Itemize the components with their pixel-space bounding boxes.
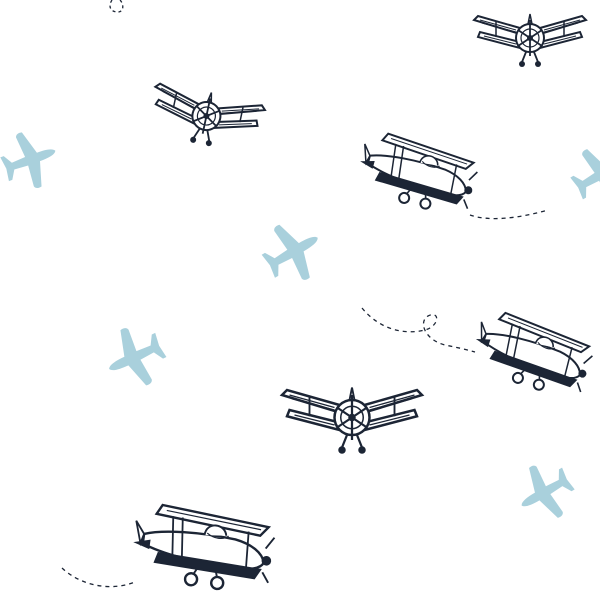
dashed-flight-path [61,567,136,588]
dashed-flight-path [361,307,476,353]
plane-silhouette-icon [252,211,334,293]
dashed-flight-path [109,0,124,13]
biplane-side-icon [351,127,482,221]
biplane-side-icon [127,500,279,598]
plane-silhouette-icon [0,123,66,197]
dashed-flight-path [469,209,549,220]
plane-silhouette-icon [507,453,583,531]
plane-silhouette-icon [96,317,174,397]
biplane-front-icon [473,13,587,68]
biplane-front-icon [144,79,268,158]
biplane-side-icon [465,305,598,404]
biplane-front-icon [280,386,424,455]
plane-silhouette-icon [562,136,600,214]
